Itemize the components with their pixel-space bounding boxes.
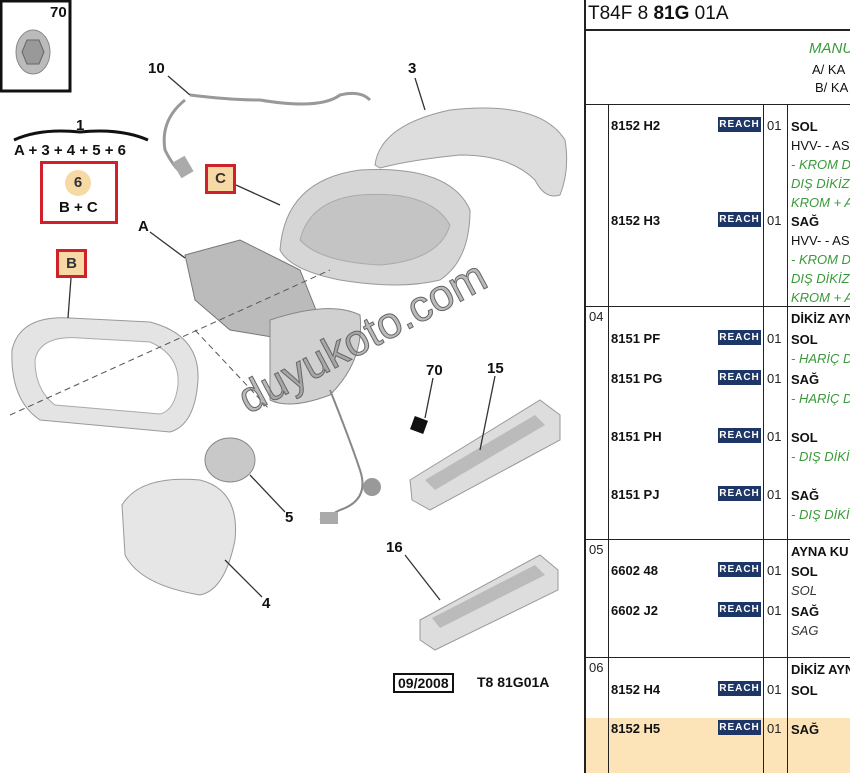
subassembly-number: 6 [65, 170, 91, 196]
reach-badge: REACH [718, 117, 761, 132]
formula-top: 1 [76, 117, 85, 134]
quantity: 01 [767, 429, 782, 444]
description-line: - DIŞ DİKİ [791, 507, 850, 522]
callout-c-box[interactable]: C [205, 164, 236, 194]
exploded-parts-diagram: 70 1 A + 3 + 4 + 5 + 6 6 B + C 10 3 C A … [0, 0, 568, 693]
inset-ref-label: 70 [50, 4, 67, 21]
header-line2: A/ KA [812, 62, 846, 77]
description-line: - HARİÇ D [791, 391, 850, 406]
part-number[interactable]: 8152 H4 [611, 682, 661, 697]
reach-badge: REACH [718, 602, 761, 617]
reach-badge: REACH [718, 486, 761, 501]
callout-b[interactable]: B [59, 252, 84, 275]
description-line: SOL [791, 430, 818, 445]
group-title: AYNA KU [791, 544, 849, 559]
description-line: - KROM D [791, 252, 850, 267]
subassembly-sum: B + C [59, 199, 98, 216]
reach-badge: REACH [718, 562, 761, 577]
quantity: 01 [767, 563, 782, 578]
description-line: KROM + A [791, 195, 850, 210]
part-number[interactable]: 8152 H5 [611, 721, 661, 736]
quantity: 01 [767, 331, 782, 346]
group-number: 04 [589, 309, 604, 324]
description-line: DIŞ DİKİZ [791, 176, 850, 191]
formula-sum: A + 3 + 4 + 5 + 6 [14, 142, 127, 159]
description-line: DIŞ DİKİZ [791, 271, 850, 286]
description-line: HVV- - AS [791, 233, 850, 248]
quantity: 01 [767, 371, 782, 386]
part-number[interactable]: 6602 J2 [611, 603, 658, 618]
description-line: SAĞ [791, 214, 820, 229]
group-title: DİKİZ AYN [791, 662, 850, 677]
part-description: SAĞ SAG [791, 602, 819, 640]
part-description: SOL - HARİÇ D [791, 330, 850, 368]
reach-badge: REACH [718, 720, 761, 735]
part-description: SOL [791, 681, 818, 700]
subassembly-box: 6 B + C [40, 161, 118, 224]
part-number[interactable]: 6602 48 [611, 563, 658, 578]
group-number: 06 [589, 660, 604, 675]
description-line: SOL [791, 564, 818, 579]
description-line: SAG [791, 623, 819, 638]
part-description: SOL SOL [791, 562, 818, 600]
callout-b-box[interactable]: B [56, 249, 87, 278]
quantity: 01 [767, 213, 782, 228]
description-line: SOL [791, 683, 818, 698]
inset-box [0, 0, 72, 93]
callout-4[interactable]: 4 [262, 595, 271, 612]
description-line: SOL [791, 332, 818, 347]
description-line: - HARİÇ D [791, 351, 850, 366]
description-line: SOL [791, 119, 818, 134]
description-line: - KROM D [791, 157, 850, 172]
part-description: SOL - DIŞ DİKİ [791, 428, 850, 466]
catalog-title: T84F 8 81G 01A [588, 3, 729, 24]
part-number[interactable]: 8152 H3 [611, 213, 661, 228]
part-description: SAĞ [791, 720, 819, 739]
reach-badge: REACH [718, 330, 761, 345]
diagram-date: 09/2008 [393, 673, 454, 693]
description-line: HVV- - AS [791, 138, 850, 153]
parts-list-panel: T84F 8 81G 01A MANU A/ KA B/ KA 8152 H2 R… [584, 0, 850, 773]
description-line: SAĞ [791, 488, 820, 503]
diagram-reference: T8 81G01A [477, 674, 550, 690]
quantity: 01 [767, 118, 782, 133]
callout-70[interactable]: 70 [426, 362, 443, 379]
header-line1: MANU [809, 40, 850, 57]
description-line: KROM + A [791, 290, 850, 305]
part-description: SAĞ - HARİÇ D [791, 370, 850, 408]
description-line: - DIŞ DİKİ [791, 449, 850, 464]
description-line: SAĞ [791, 722, 820, 737]
group-title: DİKİZ AYN [791, 311, 850, 326]
header-line3: B/ KA [815, 80, 849, 95]
description-line: SOL [791, 583, 818, 598]
part-description: SAĞ HVV- - AS - KROM D DIŞ DİKİZ KROM + A [791, 212, 850, 307]
quantity: 01 [767, 487, 782, 502]
description-line: SAĞ [791, 604, 820, 619]
callout-c[interactable]: C [208, 167, 233, 191]
reach-badge: REACH [718, 370, 761, 385]
group-number: 05 [589, 542, 604, 557]
part-number[interactable]: 8152 H2 [611, 118, 661, 133]
part-description: SOL HVV- - AS - KROM D DIŞ DİKİZ KROM + A [791, 117, 850, 212]
callout-5[interactable]: 5 [285, 509, 294, 526]
callout-3[interactable]: 3 [408, 60, 417, 77]
reach-badge: REACH [718, 212, 761, 227]
callout-a[interactable]: A [138, 218, 149, 235]
part-number[interactable]: 8151 PJ [611, 487, 660, 502]
part-description: SAĞ - DIŞ DİKİ [791, 486, 850, 524]
reach-badge: REACH [718, 428, 761, 443]
callout-16[interactable]: 16 [386, 539, 403, 556]
part-number[interactable]: 8151 PH [611, 429, 662, 444]
callout-10[interactable]: 10 [148, 60, 165, 77]
parts-drawing [0, 0, 568, 651]
part-number[interactable]: 8151 PG [611, 371, 663, 386]
part-number[interactable]: 8151 PF [611, 331, 661, 346]
quantity: 01 [767, 721, 782, 736]
quantity: 01 [767, 682, 782, 697]
quantity: 01 [767, 603, 782, 618]
description-line: SAĞ [791, 372, 820, 387]
reach-badge: REACH [718, 681, 761, 696]
callout-15[interactable]: 15 [487, 360, 504, 377]
